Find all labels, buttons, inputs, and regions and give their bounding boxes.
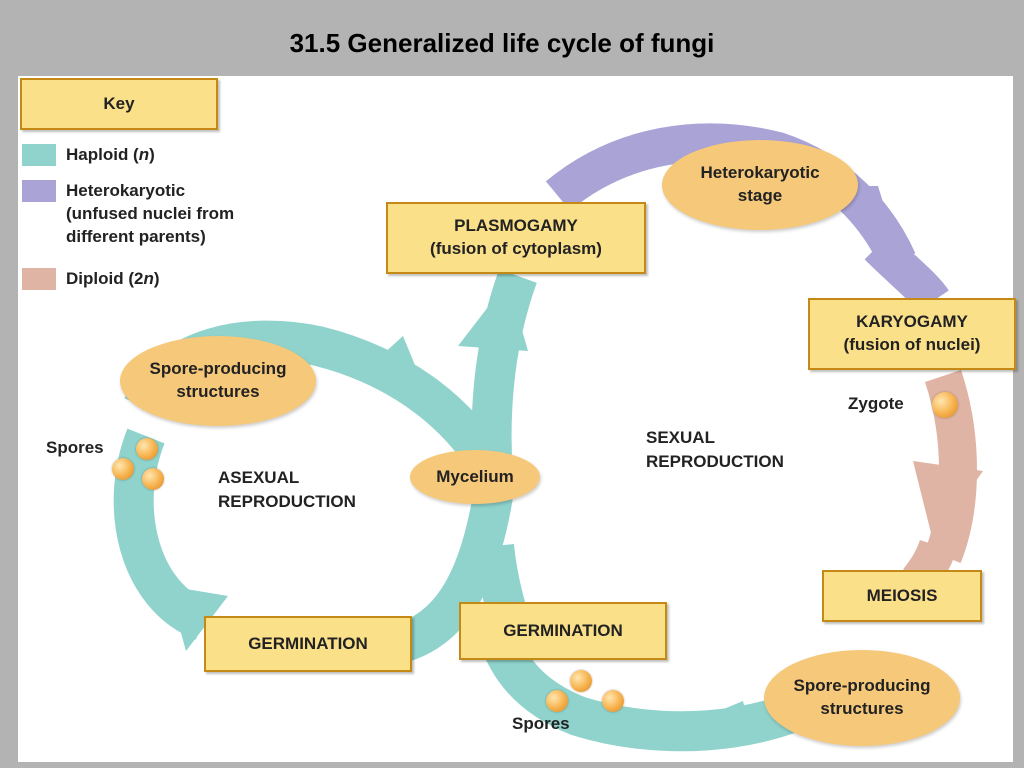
mycelium-oval: Mycelium (410, 450, 540, 504)
zygote-ball (932, 392, 958, 418)
meiosis-box: MEIOSIS (822, 570, 982, 622)
zygote-label: Zygote (848, 394, 904, 413)
spore-ball (546, 690, 568, 712)
key-diploid-label: Diploid (2n) (66, 269, 160, 288)
heterokaryotic-arc-2 (864, 232, 949, 313)
plasmogamy-box: PLASMOGAMY (fusion of cytoplasm) (386, 202, 646, 274)
germination-right-box: GERMINATION (459, 602, 667, 660)
karyogamy-box: KARYOGAMY (fusion of nuclei) (808, 298, 1016, 370)
haploid-arrowhead-up (458, 281, 528, 351)
spore-producing-structures-left: Spore-producing structures (120, 336, 316, 426)
spores-bottom-label: Spores (512, 714, 570, 733)
key-heading: Key (20, 78, 218, 130)
diploid-arrowhead-down (913, 461, 983, 541)
haploid-return-arc (479, 629, 838, 752)
diploid-swatch (22, 268, 56, 290)
spore-ball (142, 468, 164, 490)
spore-ball (570, 670, 592, 692)
diagram-canvas: Key Haploid (n) Heterokaryotic(unfused n… (18, 76, 1016, 762)
asexual-loop-bottom-arc (392, 492, 513, 664)
heterokaryotic-stage-oval: Heterokaryotic stage (662, 140, 858, 230)
key-haploid-label: Haploid (n) (66, 145, 155, 164)
spore-ball (112, 458, 134, 480)
spores-left-label: Spores (46, 438, 104, 457)
haploid-return-arrowhead (683, 701, 753, 744)
asexual-reproduction-label: ASEXUAL REPRODUCTION (218, 468, 356, 511)
heterokaryotic-swatch (22, 180, 56, 202)
haploid-swatch (22, 144, 56, 166)
sexual-reproduction-label: SEXUAL REPRODUCTION (646, 428, 784, 471)
germination-left-box: GERMINATION (204, 616, 412, 672)
spore-ball (602, 690, 624, 712)
spore-producing-structures-right: Spore-producing structures (764, 650, 960, 746)
asexual-arrowhead-down (168, 586, 228, 651)
spore-ball (136, 438, 158, 460)
heterokaryotic-arrowhead-1 (838, 186, 898, 251)
slide-title: 31.5 Generalized life cycle of fungi (289, 28, 715, 58)
asexual-arrowhead-up (370, 336, 438, 421)
